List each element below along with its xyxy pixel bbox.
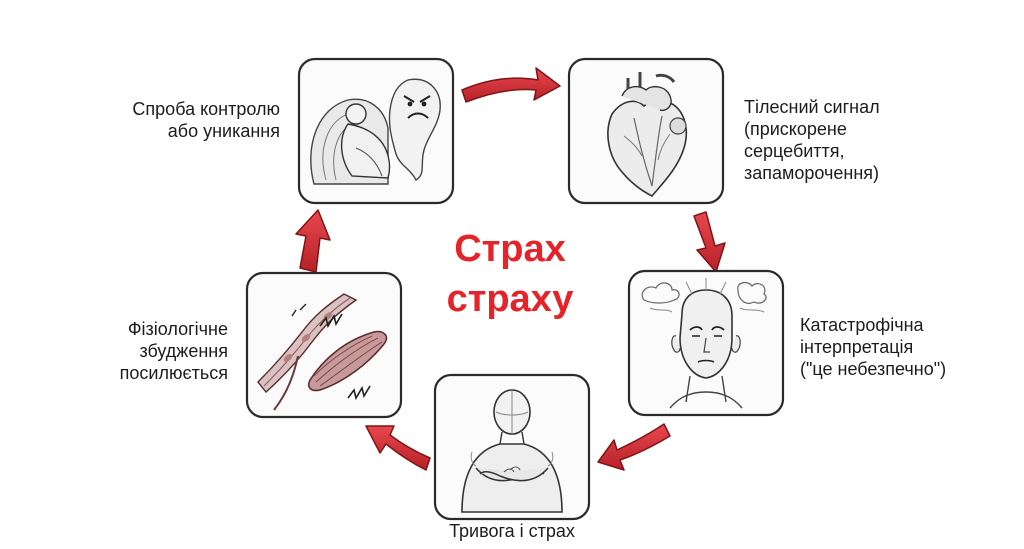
label-line: ("це небезпечно") [800, 359, 947, 379]
card-body-signal [566, 56, 726, 206]
label-line: інтерпретація [800, 337, 914, 357]
card-anxiety [432, 372, 592, 522]
chest-clutching-figure-icon [433, 373, 591, 521]
title-line-2: страху [446, 278, 574, 320]
label-anxiety: Тривога і страх [412, 520, 612, 542]
label-arousal: Фізіологічне збудження посилюється [120, 318, 228, 384]
label-line: Тілесний сигнал [744, 97, 880, 117]
label-line: збудження [139, 341, 228, 361]
arrow-body-signal-to-interpretation [693, 211, 726, 273]
arrow-avoidance-to-body-signal [461, 67, 561, 103]
arrow-arousal-to-avoidance [295, 209, 331, 273]
arrow-interpretation-to-anxiety [597, 423, 671, 471]
anatomical-heart-icon [567, 57, 725, 205]
label-line: (прискорене [744, 119, 847, 139]
diagram-title: Страх страху [410, 224, 610, 324]
label-line: Тривога і страх [449, 521, 575, 541]
card-avoidance [296, 56, 456, 206]
card-interpretation [626, 268, 786, 418]
label-line: запаморочення) [744, 163, 880, 183]
arrow-anxiety-to-arousal [365, 425, 431, 471]
label-avoidance: Спроба контролю або уникання [132, 98, 280, 142]
title-line-1: Страх [454, 228, 566, 270]
label-line: посилюється [119, 363, 228, 383]
label-line: або уникання [167, 121, 280, 141]
hiding-figure-ghost-icon [297, 57, 455, 205]
label-interpretation: Катастрофічна інтерпретація ("це небезпе… [800, 314, 946, 380]
label-line: Катастрофічна [800, 315, 924, 335]
card-arousal [244, 270, 404, 420]
label-line: Фізіологічне [127, 319, 228, 339]
worried-head-icon [627, 269, 785, 417]
label-body-signal: Тілесний сигнал (прискорене серцебиття, … [744, 96, 880, 184]
label-line: Спроба контролю [132, 99, 280, 119]
vessel-muscle-icon [245, 271, 403, 419]
label-line: серцебиття, [744, 141, 845, 161]
